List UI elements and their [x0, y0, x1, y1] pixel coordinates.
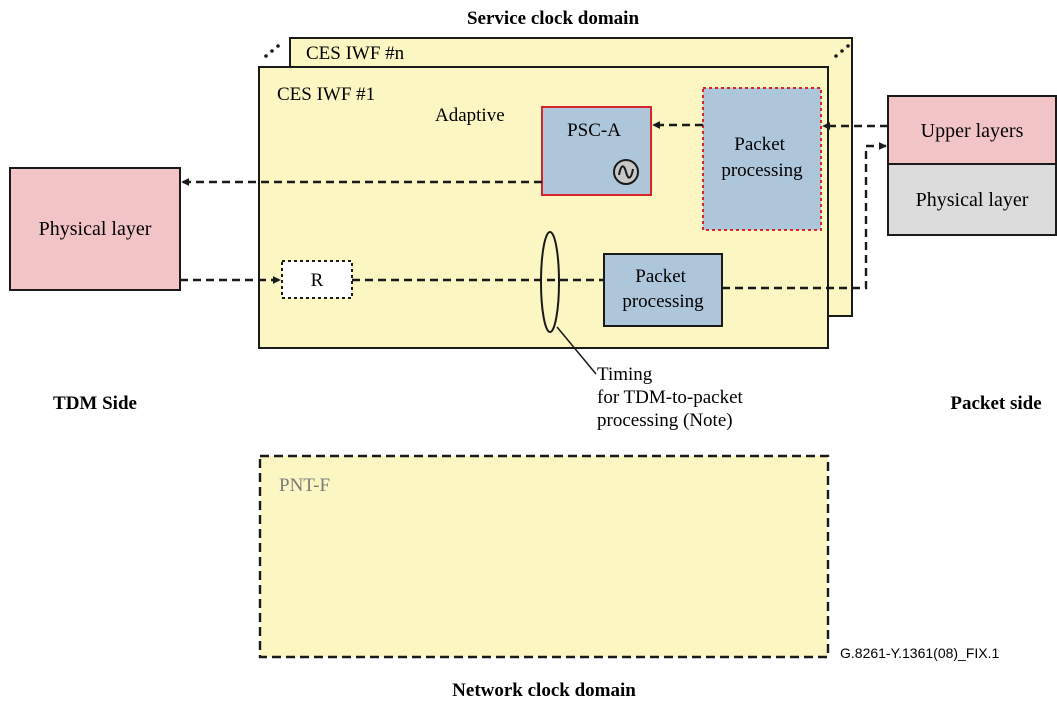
pnt-f-label: PNT-F	[279, 475, 330, 496]
flow-packet-processing-to-upper	[722, 142, 887, 290]
upper-layers-block	[887, 95, 1057, 165]
tdm-physical-layer-label: Physical layer	[39, 218, 152, 240]
timing-note: Timing for TDM-to-packet processing (Not…	[597, 364, 748, 431]
r-label: R	[311, 270, 324, 291]
packet-processing-top-label: Packet processing	[721, 134, 803, 181]
ces-iwf-1-title: CES IWF #1	[277, 84, 375, 105]
timing-ellipse	[540, 231, 560, 333]
oscillator-icon	[613, 159, 639, 185]
packet-side-label: Packet side	[950, 393, 1041, 414]
packet-processing-bottom-block	[603, 253, 723, 327]
psc-a-label: PSC-A	[567, 120, 621, 141]
adaptive-label: Adaptive	[435, 105, 505, 126]
packet-physical-layer-block	[887, 163, 1057, 236]
tdm-side-label: TDM Side	[53, 393, 137, 414]
pnt-f-box	[258, 454, 830, 659]
ellipsis-right-icon	[834, 44, 850, 58]
ellipsis-left-icon	[264, 44, 280, 58]
packet-processing-top-block	[702, 87, 822, 231]
timing-leader-line	[556, 326, 597, 375]
figure-id: G.8261-Y.1361(08)_FIX.1	[840, 645, 1000, 661]
network-clock-domain-label: Network clock domain	[452, 680, 636, 701]
r-block	[281, 260, 353, 299]
packet-physical-layer-label: Physical layer	[916, 189, 1029, 211]
tdm-physical-layer-block	[9, 167, 181, 291]
packet-processing-bottom-label: Packet processing	[622, 266, 704, 312]
service-clock-domain-label: Service clock domain	[467, 8, 639, 29]
upper-layers-label: Upper layers	[921, 120, 1024, 142]
ces-iwf-n-title: CES IWF #n	[306, 43, 405, 64]
